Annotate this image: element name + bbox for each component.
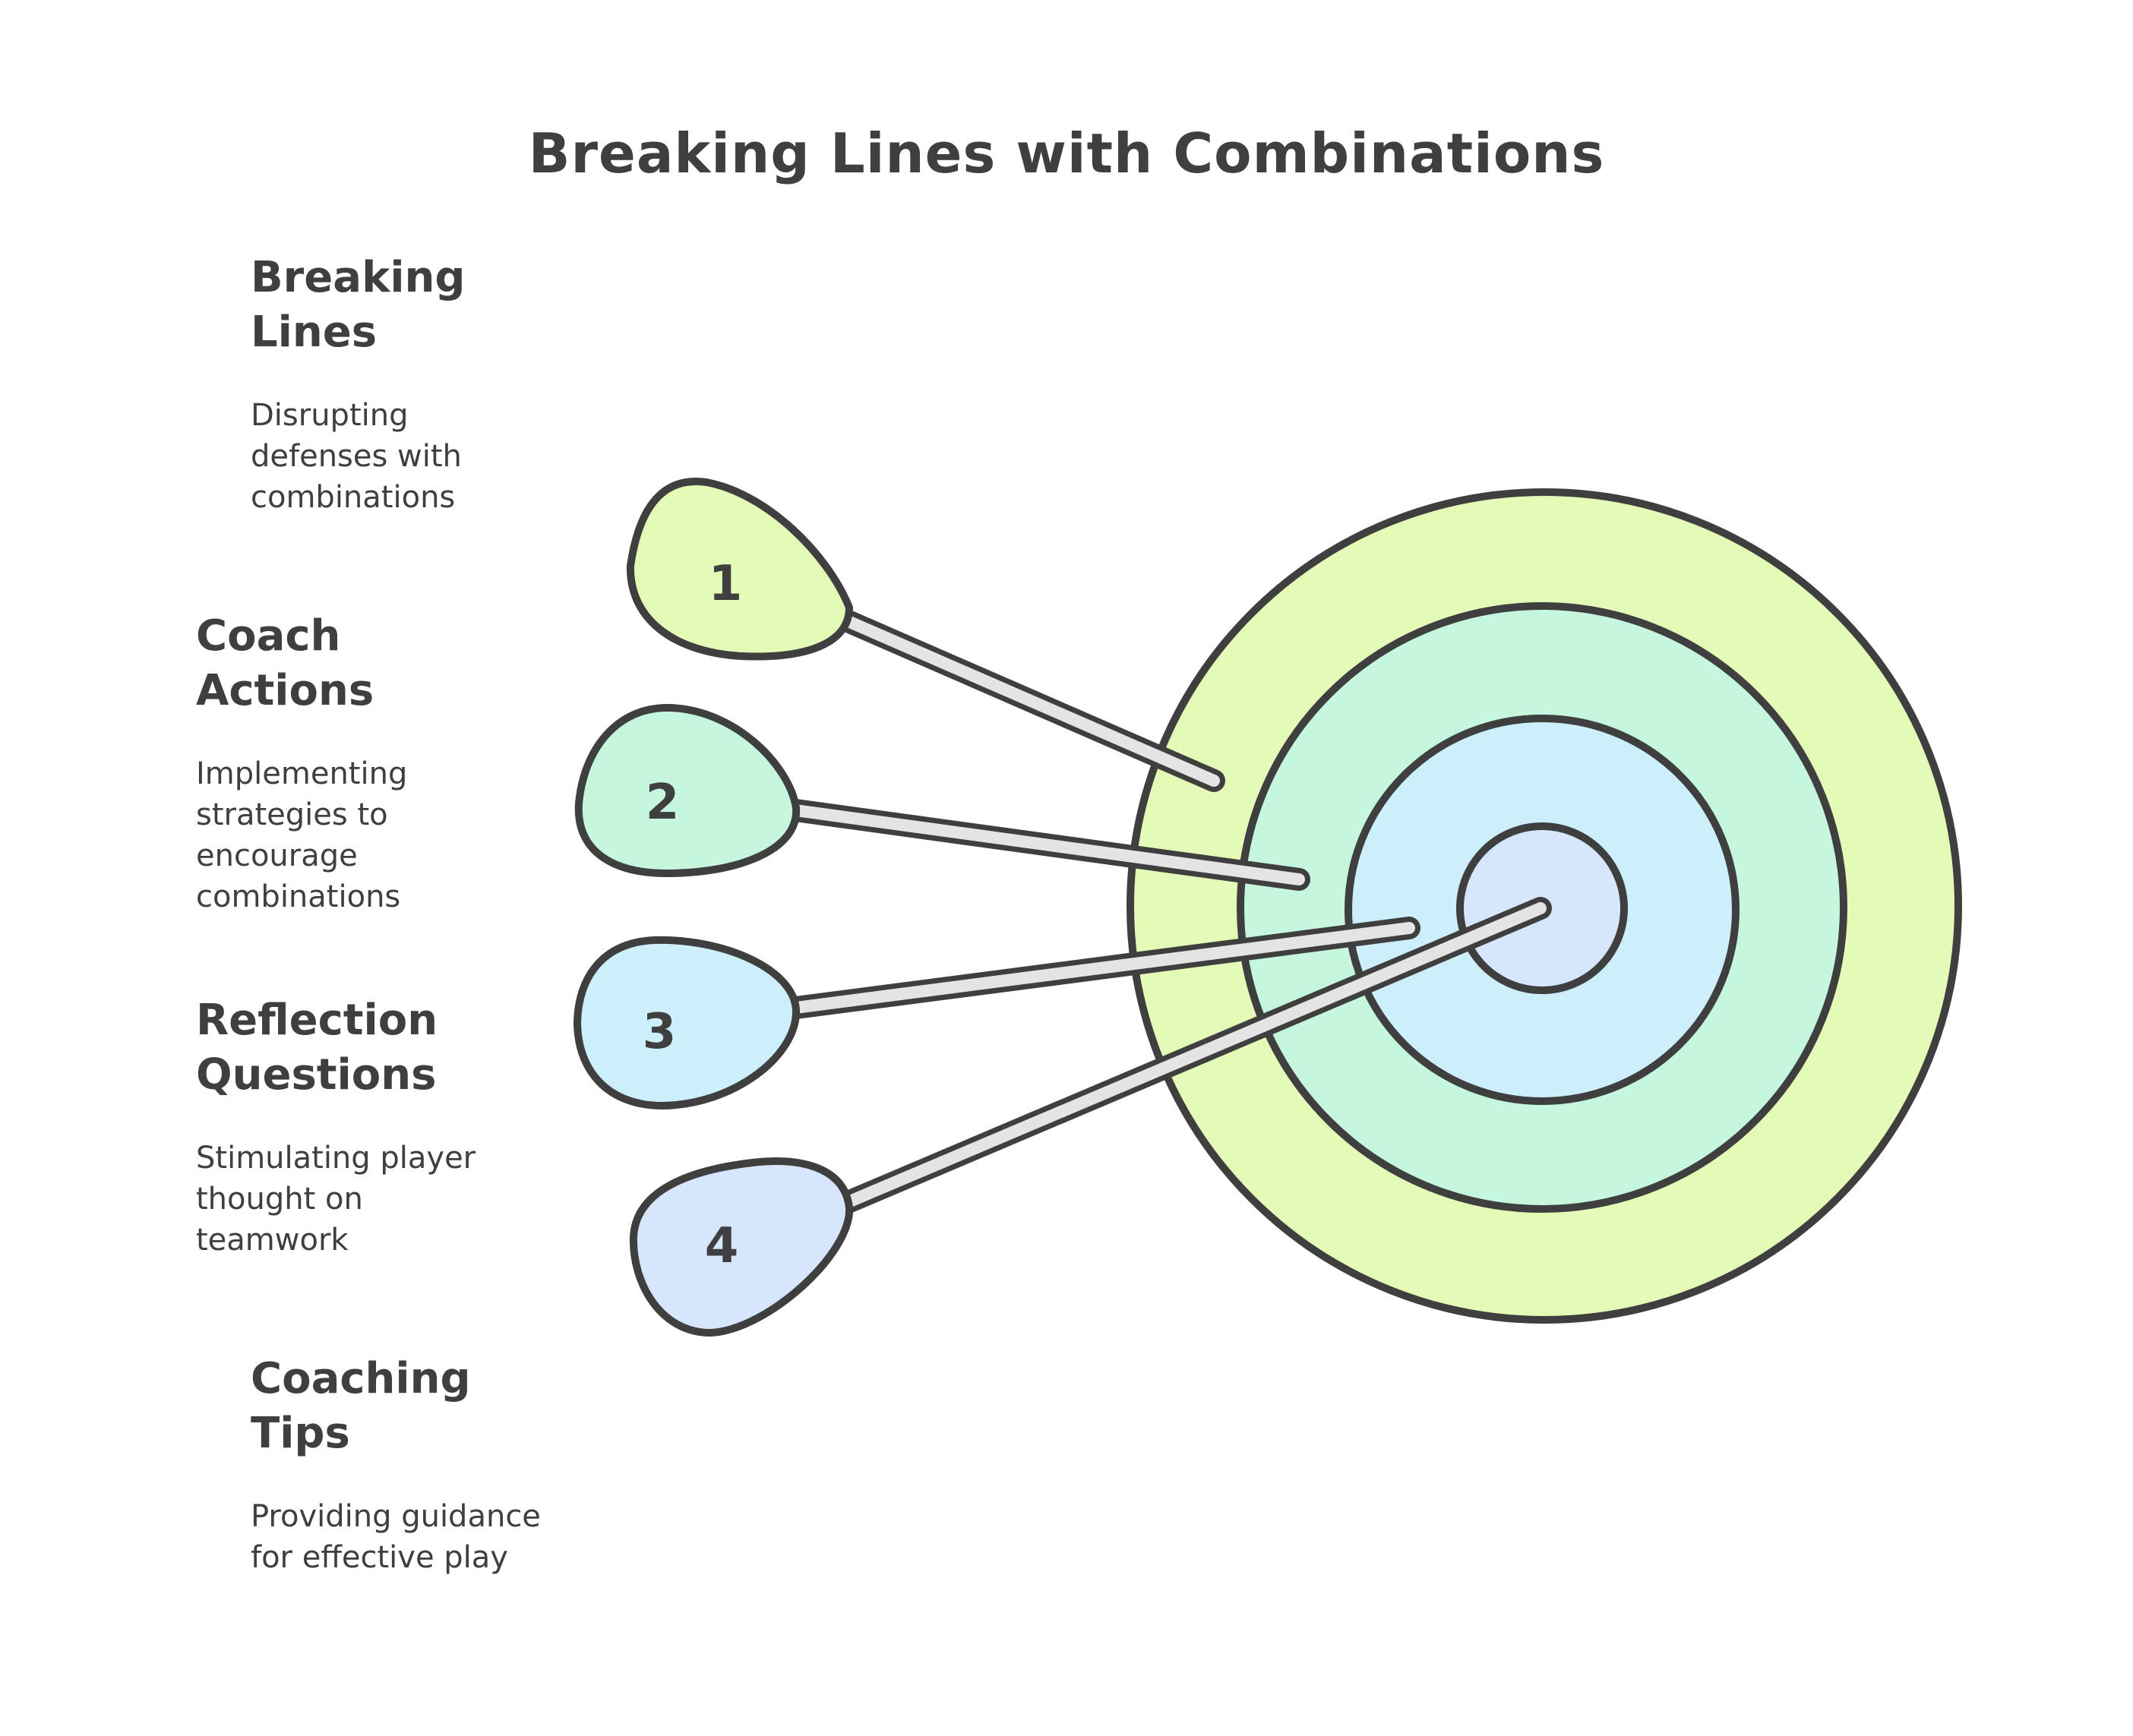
description-line: strategies to — [196, 797, 388, 832]
label-heading: Reflection Questions — [196, 993, 621, 1103]
dart-number-3: 3 — [643, 1004, 677, 1060]
label-description: Disrupting defenses with combinations — [251, 395, 676, 518]
label-heading: Coach Actions — [196, 609, 621, 718]
dart-1: 1 — [626, 477, 854, 661]
label-heading: Breaking Lines — [251, 251, 676, 360]
heading-line: Actions — [196, 666, 374, 715]
dart-shaft-2 — [779, 798, 1310, 891]
dart-shaft-3 — [779, 917, 1420, 1020]
label-description: Stimulating player thought on teamwork — [196, 1138, 621, 1261]
description-line: for effective play — [251, 1540, 508, 1575]
description-line: combinations — [251, 480, 456, 515]
dart-head-3 — [573, 936, 801, 1110]
label-breaking-lines: Breaking Lines Disrupting defenses with … — [251, 251, 676, 518]
heading-line: Questions — [196, 1050, 437, 1100]
description-line: defenses with — [251, 439, 462, 474]
description-line: Disrupting — [251, 398, 409, 433]
label-description: Providing guidance for effective play — [251, 1496, 676, 1578]
description-line: thought on — [196, 1182, 363, 1217]
dart-number-2: 2 — [646, 775, 680, 831]
dart-head-4 — [629, 1157, 854, 1337]
description-line: combinations — [196, 879, 401, 914]
dart-4: 4 — [629, 1157, 854, 1337]
diagram-title: Breaking Lines with Combinations — [528, 122, 1605, 185]
heading-line: Coach — [196, 611, 341, 661]
label-coach-actions: Coach Actions Implementing strategies to… — [196, 609, 621, 917]
heading-line: Tips — [251, 1409, 350, 1458]
dart-3: 3 — [573, 936, 801, 1110]
dart-head-1 — [626, 477, 854, 661]
dart-head-2 — [574, 703, 801, 878]
dart-shafts — [779, 604, 1552, 1219]
dart-number-1: 1 — [709, 556, 743, 612]
heading-line: Reflection — [196, 996, 438, 1045]
label-heading: Coaching Tips — [251, 1352, 676, 1461]
heading-line: Breaking — [251, 253, 466, 302]
heading-line: Coaching — [251, 1354, 471, 1403]
description-line: Providing guidance — [251, 1499, 541, 1534]
description-line: encourage — [196, 838, 358, 873]
description-line: teamwork — [196, 1223, 349, 1258]
dart-shaft-4 — [824, 897, 1552, 1219]
label-coaching-tips: Coaching Tips Providing guidance for eff… — [251, 1352, 676, 1578]
label-reflection-questions: Reflection Questions Stimulating player … — [196, 993, 621, 1261]
heading-line: Lines — [251, 308, 378, 357]
dart-2: 2 — [574, 703, 801, 878]
description-line: Stimulating player — [196, 1141, 476, 1176]
dart-number-4: 4 — [705, 1218, 739, 1274]
description-line: Implementing — [196, 756, 408, 791]
dart-shaft-1 — [823, 604, 1225, 792]
label-description: Implementing strategies to encourage com… — [196, 753, 621, 917]
